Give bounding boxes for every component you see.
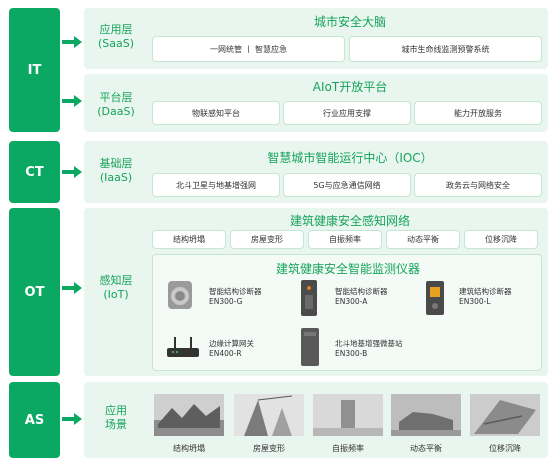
scene-photo-collapse — [154, 394, 224, 436]
iaas-item: 5G与应急通信网络 — [283, 173, 411, 197]
daas-item: 能力开放服务 — [414, 101, 542, 125]
iaas-title: 智慧城市智能运行中心（IOC） — [267, 151, 433, 165]
side-label-ct: CT — [9, 141, 60, 203]
scene-caption: 位移沉降 — [489, 444, 521, 453]
iaas-item: 政务云与网络安全 — [414, 173, 542, 197]
side-label-it: IT — [9, 8, 60, 132]
iot-network-title: 建筑健康安全感知网络 — [289, 214, 410, 228]
scene-caption: 动态平衡 — [410, 444, 442, 453]
arrow-icon — [62, 95, 82, 107]
scene-photo-balance — [391, 394, 461, 436]
saas-label: 应用层(SaaS) — [97, 23, 135, 50]
arrow-icon — [62, 166, 82, 178]
iot-network-item: 结构坍塌 — [152, 230, 226, 249]
daas-item: 物联感知平台 — [152, 101, 280, 125]
saas-title: 城市安全大脑 — [313, 15, 386, 29]
iot-network-item: 位移沉降 — [464, 230, 538, 249]
daas-label: 平台层(DaaS) — [97, 91, 135, 118]
iaas-item: 北斗卫星与地基增强网 — [152, 173, 280, 197]
arrows — [62, 36, 82, 425]
iot-network-item: 动态平衡 — [386, 230, 460, 249]
iot-network-item: 房屋变形 — [230, 230, 304, 249]
daas-title: AIoT开放平台 — [312, 80, 388, 94]
saas-item: 一网统管 丨 智慧应急 — [152, 36, 345, 62]
iot-layer: 感知层(IoT) 建筑健康安全感知网络 结构坍塌 房屋变形 自振频率 动态平衡 … — [84, 208, 548, 376]
scene-caption: 房屋变形 — [253, 444, 285, 453]
iot-label: 感知层(IoT) — [99, 274, 133, 301]
side-label-ot: OT — [9, 208, 60, 376]
scene-caption: 结构坍塌 — [173, 444, 205, 453]
scene-photo-frequency — [313, 394, 383, 436]
arrow-icon — [62, 36, 82, 48]
scenes-label: 应用场景 — [105, 404, 127, 431]
sensor-disc-icon — [168, 281, 192, 309]
scene-photo-deformation — [234, 394, 304, 436]
arrow-icon — [62, 413, 82, 425]
gateway-router-icon — [167, 337, 199, 357]
iot-network-item: 自振频率 — [308, 230, 382, 249]
saas-item: 城市生命线监测预警系统 — [349, 36, 542, 62]
saas-layer: 应用层(SaaS) 城市安全大脑 一网统管 丨 智慧应急 城市生命线监测预警系统 — [84, 8, 548, 69]
scene-caption: 自振频率 — [332, 444, 364, 453]
arrow-icon — [62, 282, 82, 294]
iaas-label: 基础层(IaaS) — [99, 157, 133, 184]
side-label-as: AS — [9, 382, 60, 458]
sensor-box-icon — [426, 281, 444, 315]
scenes-layer: 应用场景 结构坍塌 房屋变形 自振频率 动态平衡 位移沉降 — [84, 382, 548, 458]
daas-layer: 平台层(DaaS) AIoT开放平台 物联感知平台 行业应用支撑 能力开放服务 — [84, 74, 548, 132]
daas-item: 行业应用支撑 — [283, 101, 411, 125]
iaas-layer: 基础层(IaaS) 智慧城市智能运行中心（IOC） 北斗卫星与地基增强网 5G与… — [84, 141, 548, 203]
sensor-box-icon — [301, 280, 317, 316]
device-panel-title: 建筑健康安全智能监测仪器 — [275, 262, 420, 276]
base-station-icon — [301, 328, 319, 366]
scene-photo-settlement — [470, 394, 540, 436]
